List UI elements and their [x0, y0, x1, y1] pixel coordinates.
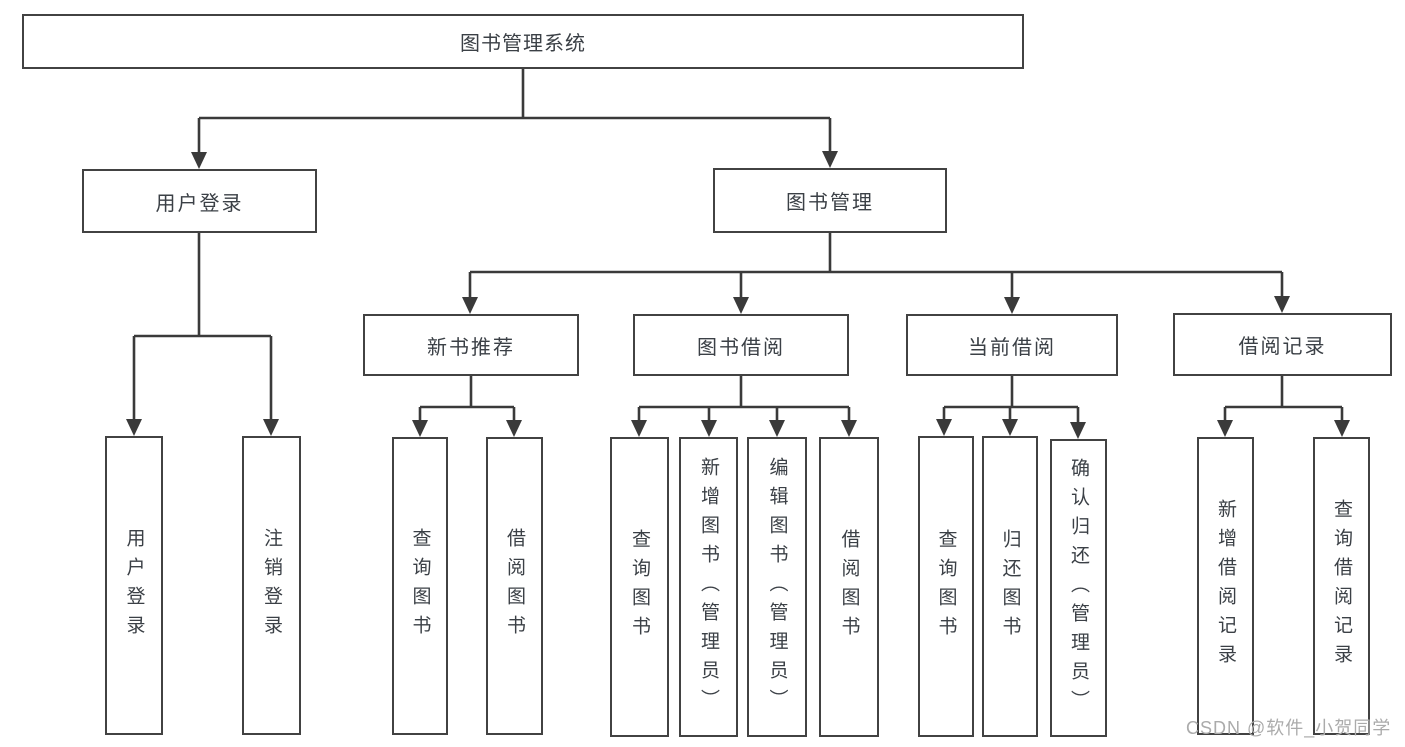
- node-label: 用户登录: [123, 527, 145, 644]
- node-label: 图书管理系统: [460, 33, 586, 55]
- node-label: 注销登录: [261, 527, 282, 644]
- node-user-login: 用户登录: [82, 169, 317, 233]
- node-library-management-system: 图书管理系统: [22, 14, 1024, 69]
- node-borrow-record: 借阅记录: [1173, 313, 1392, 376]
- node-label: 借阅图书: [504, 528, 525, 644]
- node-new-book-recommend: 新书推荐: [363, 314, 579, 376]
- node-book-borrow: 图书借阅: [633, 314, 849, 376]
- leaf-user-login: 用户登录: [105, 436, 163, 735]
- node-label: 用户登录: [155, 192, 244, 215]
- leaf-return-book: 归还图书: [982, 436, 1038, 737]
- leaf-logout: 注销登录: [242, 436, 301, 735]
- node-current-borrow: 当前借阅: [906, 314, 1118, 376]
- node-label: 借阅图书: [838, 529, 860, 645]
- node-label: 查询图书: [629, 529, 650, 645]
- leaf-add-borrow-record: 新增借阅记录: [1197, 437, 1254, 735]
- leaf-query-book-recommend: 查询图书: [392, 437, 448, 735]
- node-label: 图书管理: [786, 192, 874, 214]
- csdn-watermark: CSDN @软件_小贺同学: [1186, 718, 1392, 738]
- node-label: 查询图书: [409, 528, 431, 644]
- leaf-edit-book-admin: 编辑图书（管理员）: [747, 437, 807, 737]
- leaf-add-book-admin: 新增图书（管理员）: [679, 437, 738, 737]
- node-label: 新增图书（管理员）: [698, 456, 719, 718]
- node-label: 借阅记录: [1238, 336, 1327, 358]
- node-label: 当前借阅: [968, 336, 1056, 359]
- leaf-confirm-return-admin: 确认归还（管理员）: [1050, 439, 1107, 737]
- node-label: 新增借阅记录: [1215, 499, 1236, 673]
- node-label: 确认归还（管理员）: [1068, 457, 1089, 719]
- node-label: 查询借阅记录: [1331, 499, 1352, 673]
- node-label: 归还图书: [999, 528, 1021, 645]
- leaf-query-borrow-record: 查询借阅记录: [1313, 437, 1370, 735]
- leaf-borrow-book: 借阅图书: [819, 437, 879, 737]
- leaf-borrow-book-recommend: 借阅图书: [486, 437, 543, 735]
- node-label: 查询图书: [935, 528, 957, 645]
- node-label: 图书借阅: [697, 336, 785, 359]
- leaf-query-current-borrow: 查询图书: [918, 436, 974, 737]
- node-book-management: 图书管理: [713, 168, 947, 233]
- leaf-query-book: 查询图书: [610, 437, 669, 737]
- node-label: 编辑图书（管理员）: [766, 456, 788, 718]
- node-label: 新书推荐: [427, 336, 515, 359]
